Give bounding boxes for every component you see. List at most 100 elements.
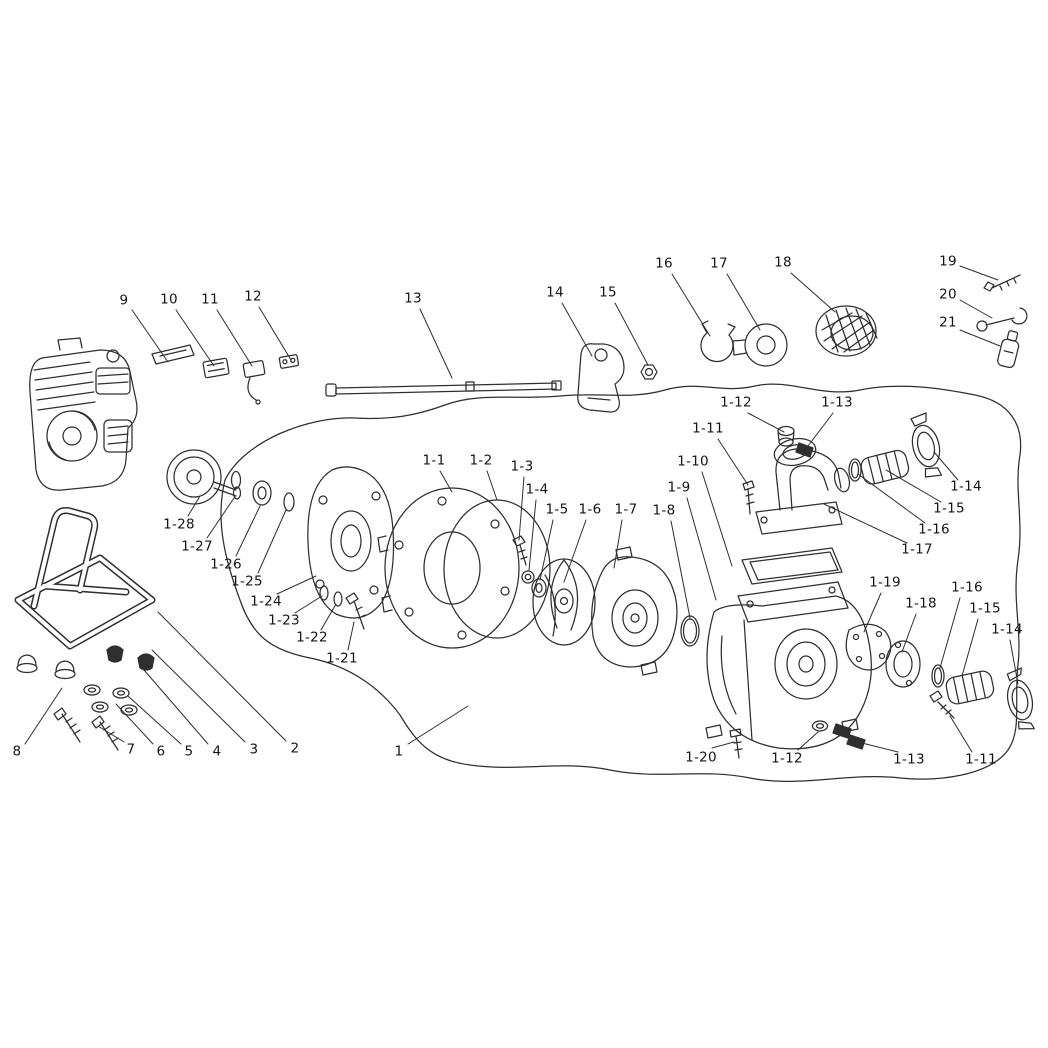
part-label-1-4: 1-4 [525, 481, 549, 498]
spanner-drawing [976, 307, 1028, 332]
nut-drawing [640, 364, 658, 380]
leader-line-16 [671, 273, 711, 337]
discharge-elbow-drawing [742, 425, 851, 535]
leader-lines [24, 265, 1019, 753]
leader-line-10 [175, 309, 215, 367]
part-label-2: 2 [290, 740, 300, 757]
part-label-3: 3 [249, 741, 259, 758]
part-label-1-10: 1-10 [677, 453, 709, 470]
part-label-1-20: 1-20 [685, 749, 717, 766]
part-label-1-9: 1-9 [667, 479, 691, 496]
drive-shaft-drawing [325, 380, 562, 397]
leader-line-19 [959, 265, 999, 281]
leader-line-9 [131, 309, 169, 363]
leader-line-1-10 [701, 471, 733, 567]
leader-line-1-13 [857, 741, 899, 753]
leader-line-1-12 [747, 412, 785, 433]
part-label-1-5: 1-5 [545, 501, 569, 518]
leader-line-1-14 [1009, 639, 1019, 685]
assembly-boundary-outline [220, 383, 1022, 782]
bracket-flange-drawing [307, 466, 395, 630]
part-label-15: 15 [599, 284, 617, 301]
leader-line-1-20 [711, 741, 735, 749]
part-label-1-12: 1-12 [720, 394, 752, 411]
part-label-1-27: 1-27 [181, 538, 213, 555]
leader-line-1-6 [563, 519, 587, 583]
leader-line-1-21 [347, 621, 355, 651]
part-label-1-18: 1-18 [905, 595, 937, 612]
part-label-5: 5 [184, 743, 194, 760]
leader-line-14 [561, 302, 593, 357]
part-label-1-19: 1-19 [869, 574, 901, 591]
bottom-fasteners-drawing [729, 690, 955, 759]
part-label-19: 19 [939, 253, 957, 270]
leader-line-1-1 [439, 470, 453, 493]
part-label-1-22: 1-22 [296, 629, 328, 646]
part-label-18: 18 [774, 254, 792, 271]
leader-line-13 [419, 308, 453, 379]
leader-line-1-14 [933, 451, 959, 481]
part-label-9: 9 [119, 292, 129, 309]
coil-part-11-drawing [242, 360, 266, 405]
part-label-12: 12 [244, 288, 262, 305]
part-label-1-6: 1-6 [578, 501, 602, 518]
leader-line-1-11 [949, 715, 973, 753]
part-label-1-1: 1-1 [422, 452, 446, 469]
volute-casing-drawing [591, 546, 678, 676]
leader-line-1-12 [797, 731, 819, 751]
part-label-7: 7 [126, 741, 136, 758]
leader-line-1-16 [939, 597, 961, 669]
leader-line-3 [151, 649, 246, 743]
leader-line-1-16 [857, 473, 926, 524]
part-label-16: 16 [655, 255, 673, 272]
leader-line-1-17 [823, 503, 908, 544]
leader-line-1-23 [294, 595, 323, 614]
part-label-1-11: 1-11 [965, 751, 997, 768]
part-label-20: 20 [939, 286, 957, 303]
grease-bottle-drawing [997, 330, 1020, 369]
part-label-1-24: 1-24 [250, 593, 282, 610]
part-label-1: 1 [394, 743, 404, 760]
leader-line-1-28 [187, 495, 201, 517]
leader-line-1-4 [528, 499, 537, 571]
part-label-1-7: 1-7 [614, 501, 638, 518]
hose-coupling-lower-drawing [845, 623, 1035, 730]
bracket-part-9-drawing [151, 344, 195, 365]
part-label-1-14: 1-14 [950, 478, 982, 495]
hose-clamp-drawing [700, 320, 736, 363]
leader-line-11 [216, 309, 253, 367]
leader-line-21 [959, 329, 1001, 347]
pump-body-drawing [705, 547, 872, 750]
part-label-1-25: 1-25 [231, 573, 263, 590]
air-filter-element-drawing [815, 305, 878, 357]
air-filter-elbow-drawing [732, 323, 788, 367]
part-label-1-13: 1-13 [893, 751, 925, 768]
part-label-1-17: 1-17 [901, 541, 933, 558]
leader-line-1-22 [320, 603, 337, 631]
leader-line-8 [24, 687, 63, 745]
leader-line-4 [143, 669, 209, 745]
leader-line-1-19 [863, 592, 882, 633]
leader-line-1-26 [235, 505, 261, 557]
leader-line-1-15 [885, 469, 942, 503]
part-label-8: 8 [12, 743, 22, 760]
leader-line-1-24 [276, 575, 317, 595]
leader-line-1-18 [901, 613, 917, 653]
part-label-1-3: 1-3 [510, 458, 534, 475]
part-label-4: 4 [212, 743, 222, 760]
part-label-1-16: 1-16 [918, 521, 950, 538]
part-label-11: 11 [201, 291, 219, 308]
leader-line-1-3 [518, 476, 525, 541]
leader-line-1-27 [206, 497, 235, 539]
leader-line-1-8 [670, 520, 691, 619]
leader-line-1-25 [257, 509, 287, 574]
part-label-10: 10 [160, 291, 178, 308]
part-label-1-16: 1-16 [951, 579, 983, 596]
impeller-drawing [532, 558, 596, 646]
leader-line-2 [157, 611, 287, 742]
shaft-seal-parts-drawing [512, 535, 547, 598]
hose-coupling-upper-drawing [848, 412, 943, 485]
bolt-19-drawing [983, 274, 1021, 292]
